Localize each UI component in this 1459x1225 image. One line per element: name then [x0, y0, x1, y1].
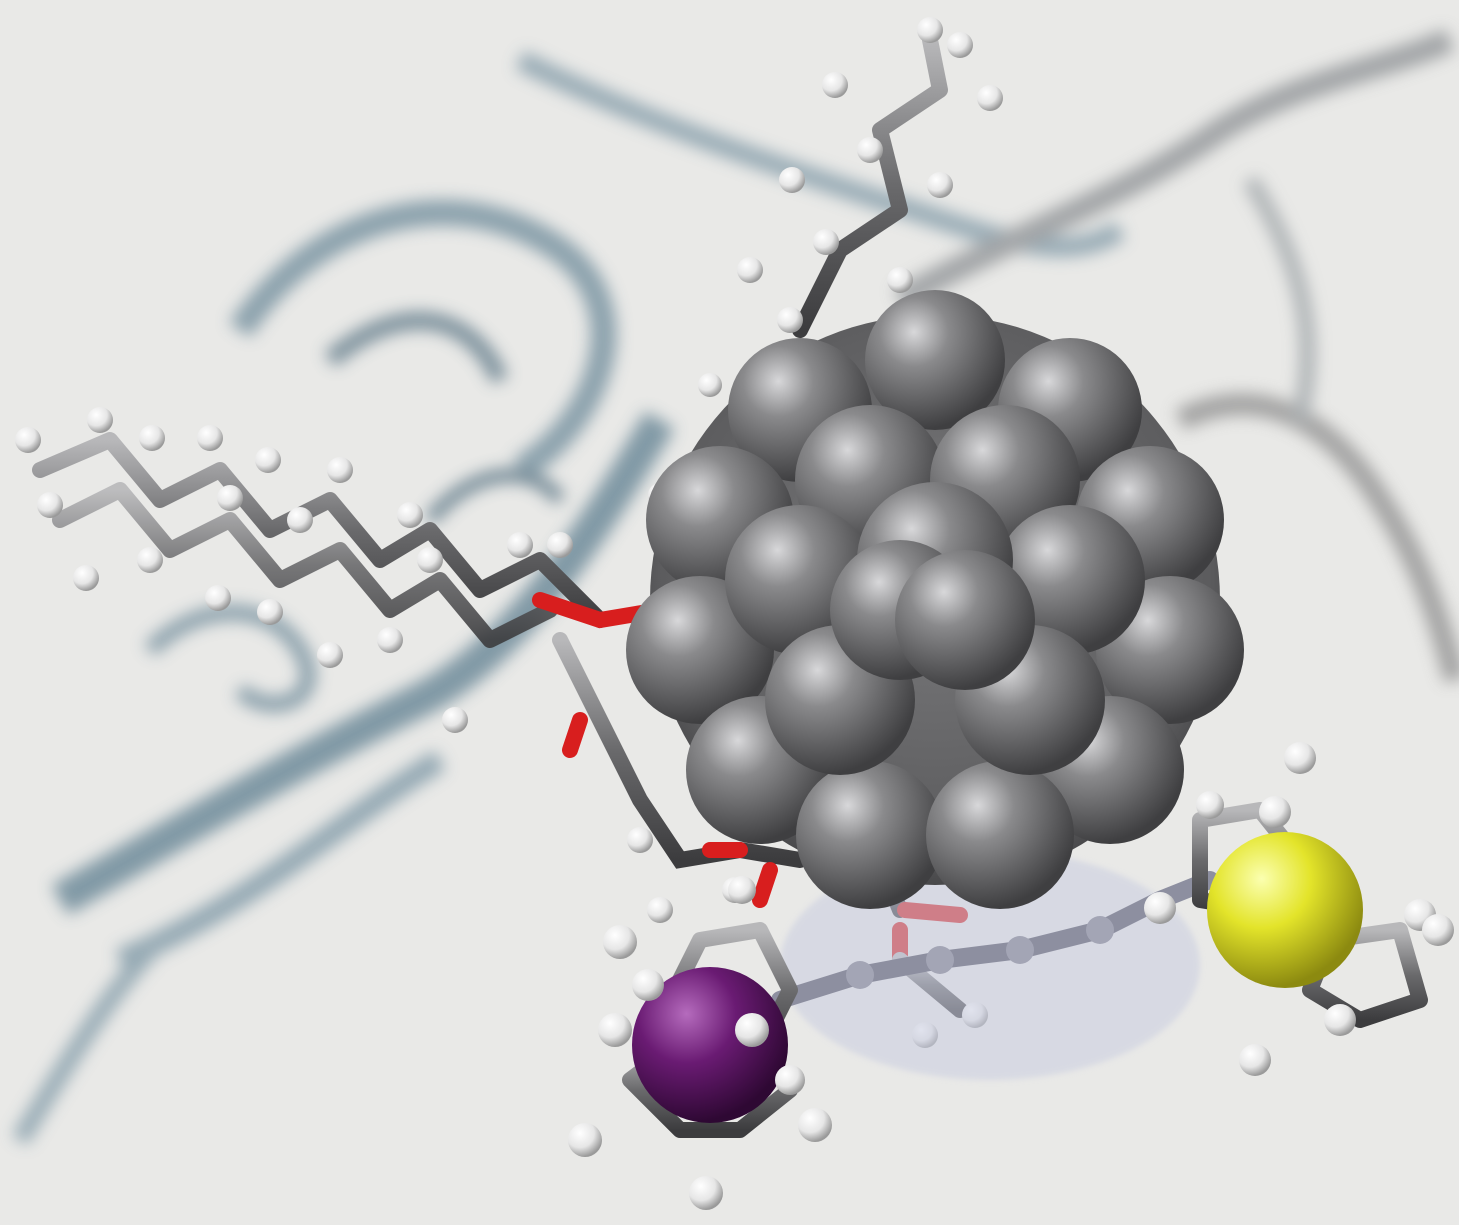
iodophenyl-unit	[568, 876, 832, 1210]
thiophene-unit	[1144, 742, 1454, 1076]
top-alkyl-chain	[737, 17, 1003, 338]
smoke-wisps	[12, 28, 1459, 1145]
left-alkyl-chain	[15, 407, 608, 733]
sulfur-atom	[1207, 832, 1363, 988]
fullerene-sphere	[626, 290, 1244, 909]
iodine-atom	[632, 967, 788, 1123]
electron-density-surface	[780, 850, 1200, 1080]
